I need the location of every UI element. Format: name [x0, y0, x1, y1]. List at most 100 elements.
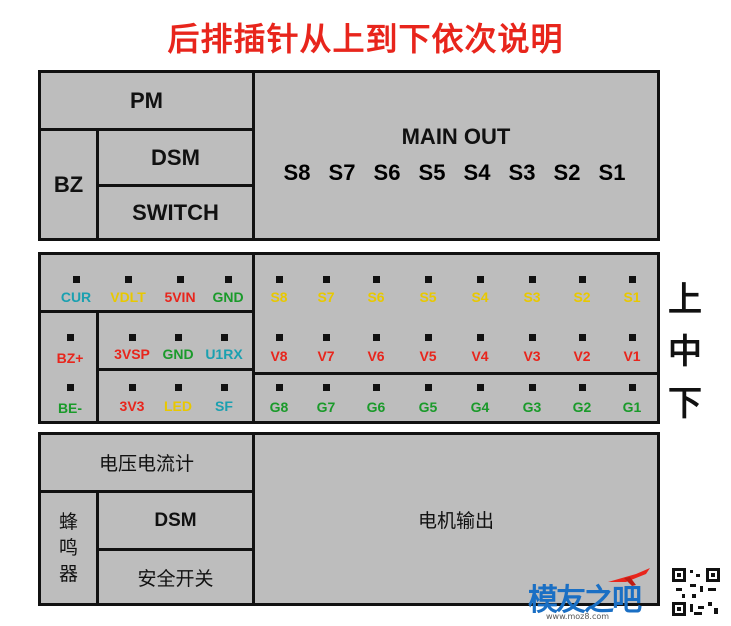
channel-label: S1 [598, 160, 626, 185]
pin-label-signal: S5 [419, 289, 437, 305]
pin-label-ground: G4 [470, 399, 490, 415]
pin-panel [38, 252, 660, 424]
pin-header-icon [129, 334, 136, 341]
pin-header-icon [129, 384, 136, 391]
pin-label-power: V8 [270, 348, 288, 364]
buzzer-char: 鸣 [58, 537, 78, 559]
pin-label-power: V7 [317, 348, 335, 364]
pin-label-left-bot: 3V3 [119, 398, 145, 414]
pin-header-icon [373, 276, 380, 283]
pin-label-ground: G1 [622, 399, 642, 415]
main-out-label: MAIN OUT [401, 124, 511, 149]
pin-header-icon [177, 276, 184, 283]
pin-header-icon [629, 334, 636, 341]
pin-label-ground: G7 [316, 399, 336, 415]
pin-header-icon [529, 276, 536, 283]
pin-right-divider [252, 372, 660, 375]
pin-header-icon [175, 384, 182, 391]
channel-label: S6 [373, 160, 401, 185]
side-label-top: 上 [668, 280, 702, 320]
pin-header-icon [225, 276, 232, 283]
pin-header-icon [73, 276, 80, 283]
pin-header-icon [629, 384, 636, 391]
channel-label: S7 [328, 160, 356, 185]
pin-label-left-mid: 3VSP [114, 346, 150, 362]
pin-header-icon [373, 384, 380, 391]
pin-label-power: V5 [419, 348, 437, 364]
meter-port: 电压电流计 [38, 432, 255, 493]
pin-header-icon [276, 276, 283, 283]
pin-header-icon [373, 334, 380, 341]
buzzer-port: 蜂 鸣 器 [38, 490, 99, 606]
buzzer-char: 蜂 [58, 511, 78, 533]
pin-label-power: V2 [573, 348, 591, 364]
buzzer-char: 器 [58, 563, 78, 585]
pin-label-signal: S8 [270, 289, 288, 305]
pin-left-bot-box [96, 368, 255, 424]
pin-header-icon [175, 334, 182, 341]
pin-label-left-bot: SF [215, 398, 233, 414]
pin-label-ground: G6 [366, 399, 386, 415]
pin-header-icon [323, 384, 330, 391]
pin-header-icon [425, 334, 432, 341]
plane-icon [606, 566, 652, 588]
pin-label-signal: S1 [623, 289, 641, 305]
pin-header-icon [529, 384, 536, 391]
motor-output-area: 电机输出 [252, 432, 660, 606]
pin-label-power: V4 [471, 348, 489, 364]
pm-port: PM [38, 70, 255, 131]
pin-label-left-bot: LED [164, 398, 192, 414]
watermark-url: www.moz8.com [546, 612, 610, 621]
pin-header-icon [579, 384, 586, 391]
pin-label-signal: S2 [573, 289, 591, 305]
pin-label-signal: S4 [471, 289, 489, 305]
pin-label-left-mid: GND [162, 346, 194, 362]
pin-header-icon [579, 276, 586, 283]
pin-label-ground: G2 [572, 399, 592, 415]
pin-header-icon [67, 384, 74, 391]
pin-header-icon [221, 384, 228, 391]
side-label-bottom: 下 [668, 384, 702, 424]
channel-label: S5 [418, 160, 446, 185]
pin-header-icon [425, 276, 432, 283]
pin-header-icon [629, 276, 636, 283]
pin-header-icon [221, 334, 228, 341]
pin-label-power: V6 [367, 348, 385, 364]
switch-port: SWITCH [96, 184, 255, 241]
pin-label-power: V3 [523, 348, 541, 364]
pin-header-icon [323, 334, 330, 341]
dsm-port: DSM [96, 128, 255, 187]
main-out-area [252, 70, 660, 241]
pin-label-left-top: VDLT [110, 289, 146, 305]
watermark-brand: 模友之吧 [528, 583, 642, 618]
pin-header-icon [125, 276, 132, 283]
pin-header-icon [477, 334, 484, 341]
pin-header-icon [323, 276, 330, 283]
pin-label-signal: S3 [523, 289, 541, 305]
side-label-middle: 中 [668, 332, 702, 372]
pin-header-icon [477, 276, 484, 283]
pin-header-icon [276, 334, 283, 341]
pin-label-left-mid: U1RX [205, 346, 243, 362]
dsm-port-bottom: DSM [96, 490, 255, 551]
pin-header-icon [477, 384, 484, 391]
pin-header-icon [529, 334, 536, 341]
pin-label-bz: BZ+ [56, 350, 84, 366]
pin-label-ground: G8 [269, 399, 289, 415]
pin-label-left-top: CUR [60, 289, 92, 305]
pin-label-power: V1 [623, 348, 641, 364]
channel-label: S2 [553, 160, 581, 185]
pin-header-icon [579, 334, 586, 341]
pin-header-icon [67, 334, 74, 341]
channel-label: S4 [463, 160, 491, 185]
bz-port: BZ [38, 128, 99, 241]
pin-label-signal: S7 [317, 289, 335, 305]
pin-label-signal: S6 [367, 289, 385, 305]
channel-label: S3 [508, 160, 536, 185]
pin-header-icon [425, 384, 432, 391]
pin-label-bz: BE- [57, 400, 83, 416]
page-title: 后排插针从上到下依次说明 [167, 20, 564, 58]
pin-header-icon [276, 384, 283, 391]
main-out-channels: S8 S7 S6 S5 S4 S3 S2 S1 [252, 160, 660, 190]
pin-label-ground: G3 [522, 399, 542, 415]
